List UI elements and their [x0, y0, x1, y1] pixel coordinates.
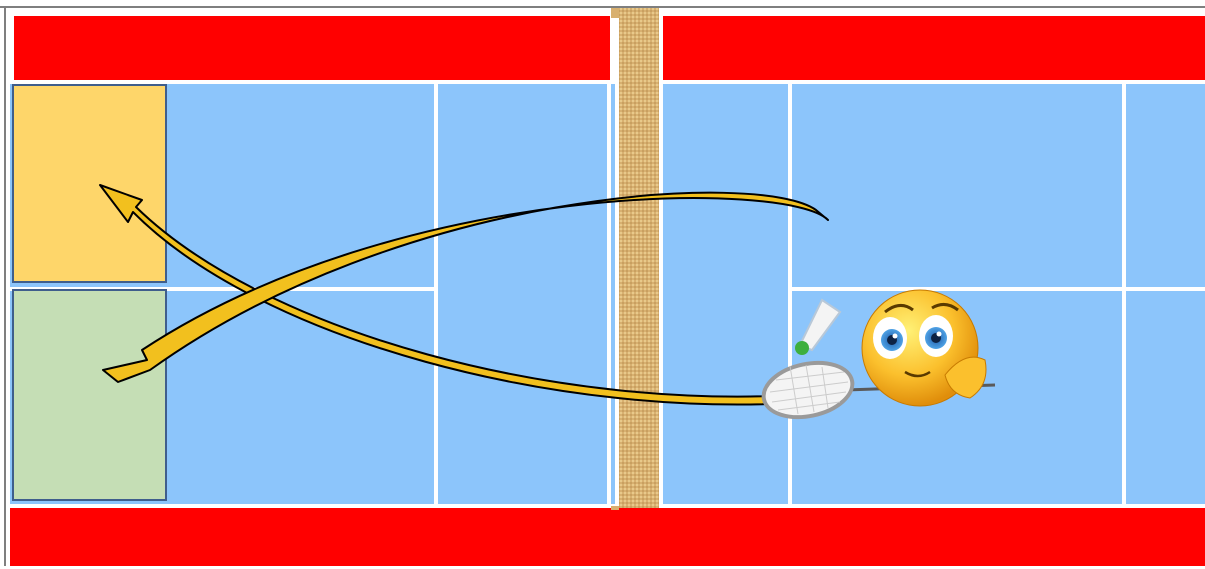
target-zone-lower	[13, 290, 166, 500]
net-post-top	[611, 8, 619, 18]
net	[619, 8, 659, 508]
frame-left-line	[4, 6, 6, 566]
net-post-bottom	[611, 506, 619, 510]
frame-top-line	[0, 6, 1205, 8]
target-zone-upper	[13, 85, 166, 282]
top-alley-right	[663, 16, 1205, 80]
top-alley-left	[14, 16, 610, 80]
bottom-alley	[10, 508, 1205, 566]
